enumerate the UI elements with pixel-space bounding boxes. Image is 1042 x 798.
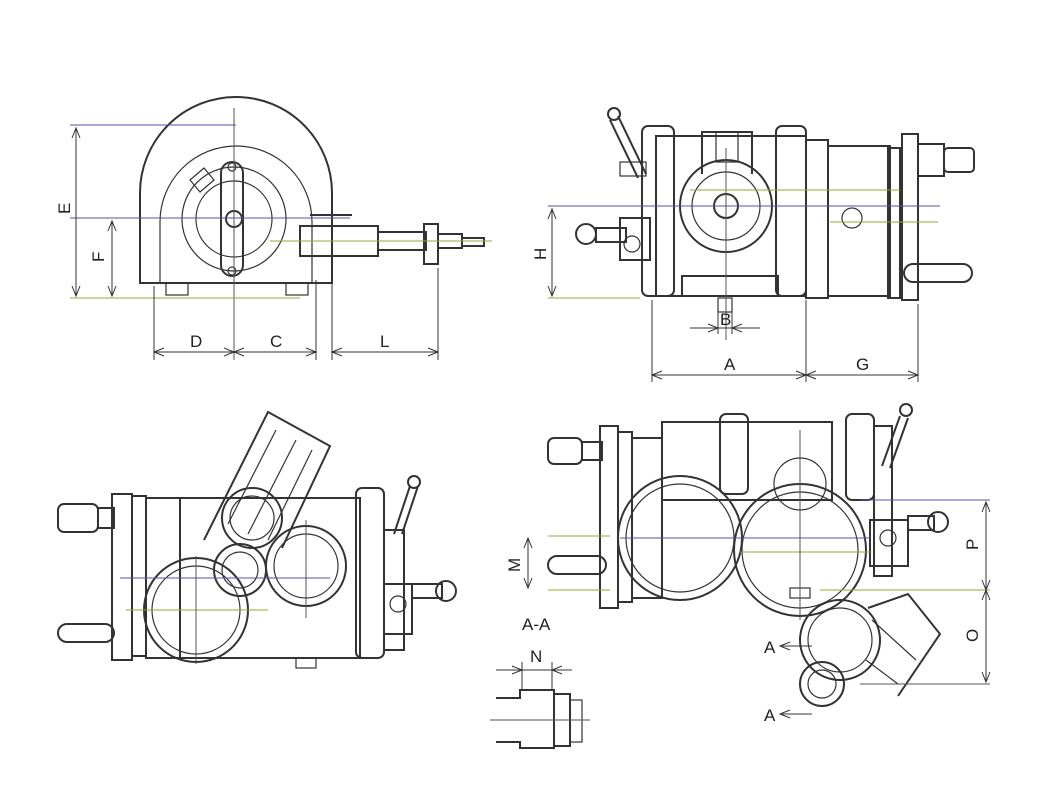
section-a-a: A-A N	[490, 615, 590, 749]
dim-label-M: M	[505, 558, 524, 572]
dim-label-N: N	[530, 647, 542, 666]
dim-label-A: A	[724, 355, 736, 374]
dim-label-D: D	[190, 332, 202, 351]
dim-label-E: E	[55, 203, 74, 214]
dim-label-O: O	[963, 629, 982, 642]
dim-label-C: C	[270, 332, 282, 351]
dim-label-P: P	[963, 539, 982, 550]
section-arrow-label-lower: A	[764, 706, 776, 725]
dim-label-G: G	[856, 355, 869, 374]
side-view: H B A G	[531, 107, 975, 382]
dim-label-F: F	[89, 252, 108, 262]
front-view: E F D C L	[55, 96, 492, 360]
dim-label-H: H	[531, 248, 550, 260]
dim-label-B: B	[720, 310, 731, 329]
section-arrow-label-upper: A	[764, 638, 776, 657]
bottom-left-view	[57, 410, 457, 669]
section-title: A-A	[522, 615, 551, 634]
dim-label-L: L	[380, 332, 389, 351]
bottom-right-view: M P O A A	[505, 403, 991, 725]
